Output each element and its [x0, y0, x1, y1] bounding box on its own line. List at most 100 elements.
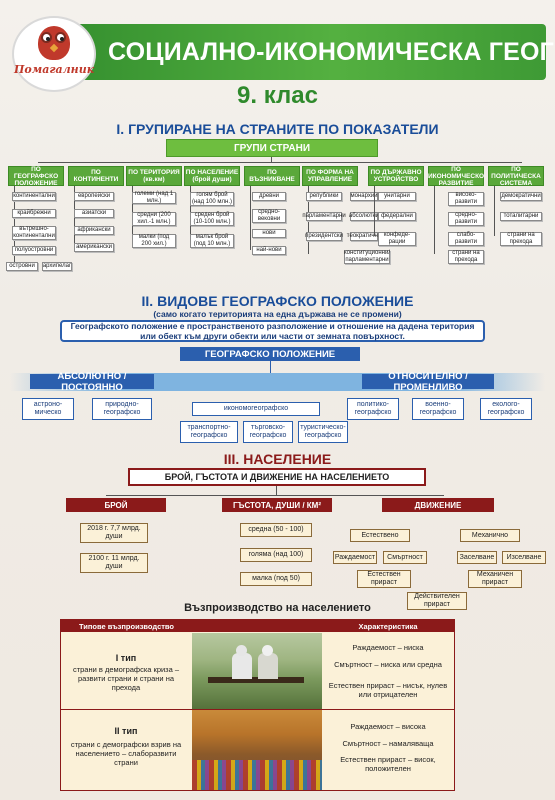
- absolute-label: АБСОЛЮТНО / ПОСТОЯННО: [30, 371, 154, 393]
- table-divider: [61, 709, 454, 710]
- deaths: Смъртност: [383, 551, 427, 564]
- category-item: азиатски: [74, 209, 114, 218]
- category-item: малък брой (под 10 млн.): [190, 234, 234, 248]
- type2-char-births: Раждаемост – висока: [350, 722, 426, 731]
- table-header-fill: [192, 620, 322, 632]
- photo-crowd: [192, 710, 322, 790]
- connector: [434, 186, 435, 254]
- mechanical-growth: Механичен прираст: [468, 570, 522, 588]
- category-item: демократични: [500, 192, 542, 201]
- rel-item-political: политико-географско: [347, 398, 399, 420]
- connector: [271, 157, 272, 162]
- eco-item-transport: транспортно-географско: [180, 421, 238, 443]
- grade-label: 9. клас: [237, 82, 318, 109]
- category-header: ПО ПОЛИТИЧЕСКА СИСТЕМА: [488, 166, 544, 187]
- photo-elderly-couple: [192, 633, 322, 709]
- immigration: Заселване: [457, 551, 497, 564]
- rel-item-military: военно-географско: [412, 398, 464, 420]
- category-item: високо-развити: [448, 192, 484, 206]
- category-item: големи (над 1 млн.): [132, 191, 176, 204]
- density-label: ГЪСТОТА, ДУШИ / КМ²: [222, 498, 332, 512]
- connector: [106, 495, 444, 496]
- category-item: средно-вековни: [252, 209, 286, 223]
- section1-title: I. ГРУПИРАНЕ НА СТРАНИТЕ ПО ПОКАЗАТЕЛИ: [116, 121, 439, 137]
- type1-text: страни в демографска криза – развити стр…: [72, 665, 180, 692]
- category-item: архипелаг: [42, 262, 72, 271]
- category-item: малки (под 200 хил.): [132, 234, 176, 248]
- connector: [250, 186, 251, 250]
- logo-text: Помагалник: [14, 63, 95, 76]
- connector: [38, 162, 522, 163]
- type2-text: страни с демографски взрив на населениет…: [70, 740, 182, 767]
- type1-char-births: Раждаемост – ниска: [352, 643, 424, 652]
- count-label: БРОЙ: [66, 498, 166, 512]
- type2-head: II тип: [114, 726, 138, 736]
- group-label: ГРУПИ СТРАНИ: [166, 139, 378, 157]
- type1-char-growth: Естествен прираст – нисък, нулев или отр…: [328, 681, 448, 699]
- mechanical-movement: Механично: [460, 529, 520, 542]
- category-item: крайбрежни: [12, 209, 56, 218]
- section2-subtitle: (само когато територията на една държава…: [153, 309, 402, 319]
- category-item: най-нови: [252, 246, 286, 255]
- category-item: монархии: [350, 192, 378, 201]
- category-item: конфеде-рации: [378, 232, 416, 246]
- category-item: конституционни/ парламентарни: [343, 250, 391, 264]
- category-header: ПО ФОРМА НА УПРАВЛЕНИЕ: [302, 166, 358, 186]
- category-item: федерални: [378, 212, 416, 221]
- count-2018: 2018 г. 7,7 млрд. души: [80, 523, 148, 543]
- category-item: континентални: [12, 192, 56, 201]
- table-header-types: Типове възпроизводство: [61, 620, 192, 632]
- abs-item-natural: природно-географско: [92, 398, 152, 420]
- movement-label: ДВИЖЕНИЕ: [382, 498, 494, 512]
- category-item: древни: [252, 192, 286, 201]
- births: Раждаемост: [333, 551, 377, 564]
- category-item: теократични: [346, 232, 382, 241]
- eco-item-tourist: туристическо-географско: [298, 421, 348, 443]
- section2-title: II. ВИДОВЕ ГЕОГРАФСКО ПОЛОЖЕНИЕ: [141, 293, 414, 309]
- category-header: ПО ГЕОГРАФСКО ПОЛОЖЕНИЕ: [8, 166, 64, 187]
- category-item: островни: [6, 262, 38, 271]
- category-header: ПО НАСЕЛЕНИЕ (брой души): [184, 166, 240, 186]
- natural-growth: Естествен прираст: [357, 570, 411, 588]
- economic-geo: икономогеографско: [192, 402, 320, 416]
- density-medium: средна (50 - 100): [240, 523, 312, 537]
- table-header-characteristics: Характеристика: [322, 620, 454, 632]
- page-title: СОЦИАЛНО-ИКОНОМИЧЕСКА ГЕОГРАФИЯ: [108, 37, 555, 66]
- category-item: африкански: [74, 226, 114, 235]
- header-band: [16, 24, 546, 80]
- category-item: полуостровни: [12, 246, 56, 255]
- connector: [276, 486, 277, 495]
- category-header: ПО ВЪЗНИКВАНЕ: [244, 166, 300, 186]
- density-low: малка (под 50): [240, 572, 312, 586]
- connector: [270, 361, 271, 373]
- category-item: средно-развити: [448, 212, 484, 226]
- relative-label: ОТНОСИТЕЛНО / ПРОМЕНЛИВО: [362, 371, 494, 393]
- natural-movement: Естествено: [350, 529, 410, 542]
- population-label: БРОЙ, ГЪСТОТА И ДВИЖЕНИЕ НА НАСЕЛЕНИЕТО: [128, 468, 426, 486]
- rel-item-ecological: еколого-географско: [480, 398, 532, 420]
- type1-head: I тип: [115, 653, 137, 663]
- category-item: републики: [306, 192, 342, 201]
- type2-char-growth: Естествен прираст – висок, положителен: [340, 755, 436, 773]
- category-item: средни (200 хил.-1 млн.): [132, 212, 176, 226]
- category-item: абсолютни: [348, 212, 380, 221]
- connector: [374, 186, 375, 236]
- definition-box: Географското положение е пространственот…: [60, 320, 485, 342]
- category-item: нови: [252, 229, 286, 238]
- geo-position-label: ГЕОГРАФСКО ПОЛОЖЕНИЕ: [180, 347, 360, 361]
- type1-char-deaths: Смъртност – ниска или средна: [334, 660, 442, 669]
- category-item: среден брой (10-100 млн.): [190, 212, 234, 226]
- owl-icon: [38, 26, 70, 60]
- connector: [494, 186, 495, 236]
- reproduction-title: Възпроизводство на населението: [184, 602, 371, 614]
- category-item: тоталитарни: [500, 212, 542, 221]
- category-item: голям брой (над 100 млн.): [190, 192, 234, 206]
- abs-item-astronomic: астроно-мическо: [22, 398, 74, 420]
- section3-title: III. НАСЕЛЕНИЕ: [223, 451, 332, 467]
- category-item: страни на прехода: [500, 232, 542, 246]
- category-header: ПО ИКОНОМИЧЕСКО РАЗВИТИЕ: [427, 165, 485, 187]
- category-item: унитарни: [378, 192, 416, 201]
- category-header: ПО ДЪРЖАВНО УСТРОЙСТВО: [368, 166, 424, 186]
- category-item: страни на прехода: [448, 250, 484, 264]
